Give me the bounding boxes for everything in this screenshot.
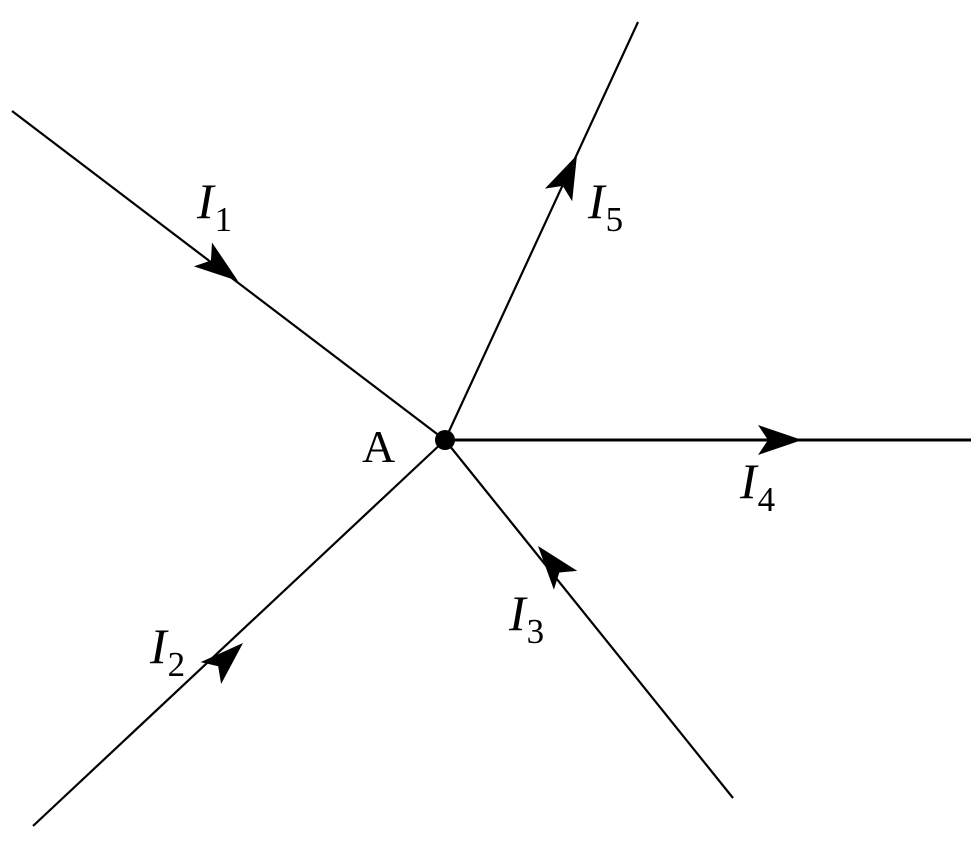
- wire-i5: [444, 21, 639, 441]
- arrow-i3-icon: [538, 546, 578, 590]
- current-label-i3: I3: [508, 585, 544, 651]
- current-label-i1: I1: [196, 173, 232, 239]
- junction-node-dot: [435, 430, 455, 450]
- arrow-i1-icon: [193, 242, 238, 281]
- current-label-i5: I5: [587, 173, 623, 239]
- wire-i3: [444, 439, 734, 799]
- arrow-i4-icon: [758, 425, 802, 455]
- current-label-i4: I4: [739, 453, 775, 519]
- current-label-i2: I2: [149, 618, 185, 684]
- arrow-i5-icon: [544, 155, 577, 202]
- wire-i2: [32, 439, 446, 827]
- arrow-i2-icon: [200, 643, 243, 685]
- node-label: A: [362, 421, 395, 472]
